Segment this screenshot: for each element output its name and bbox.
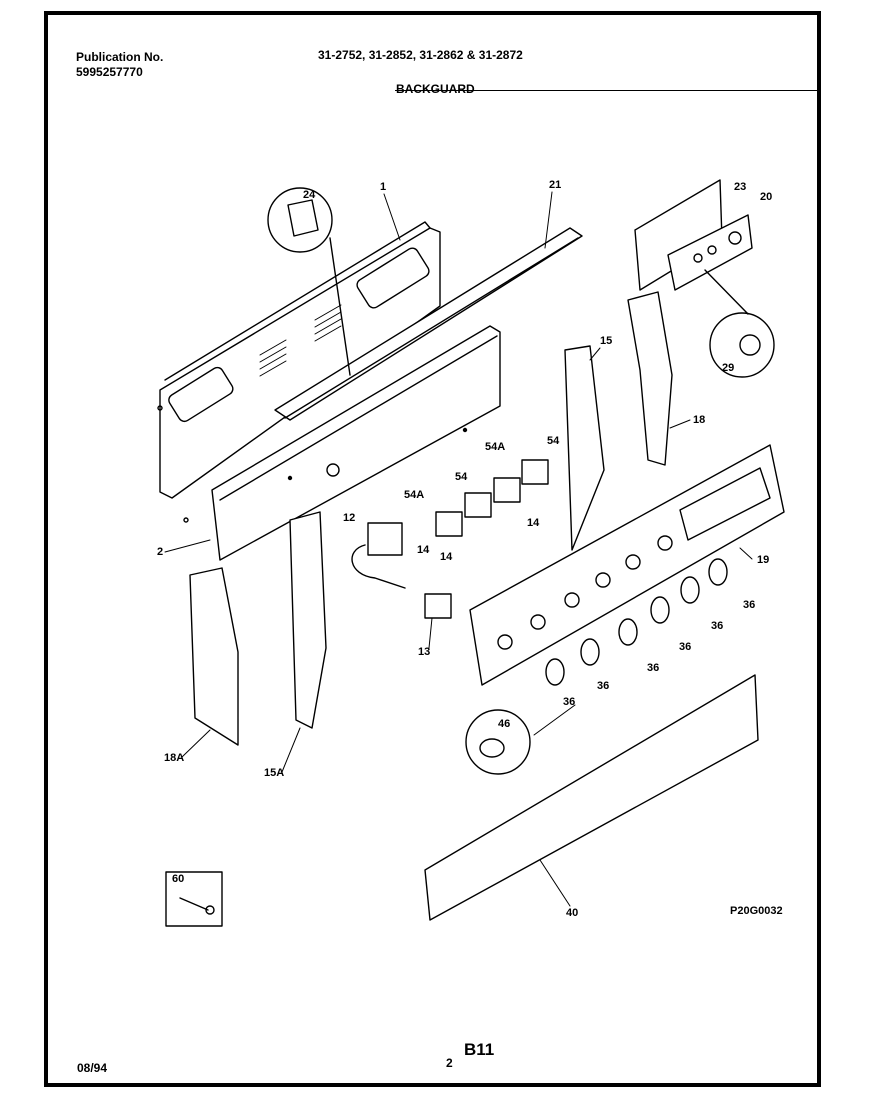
callout-54-2: 54 xyxy=(455,471,468,483)
publication-label: Publication No. xyxy=(76,50,164,64)
callout-18: 18 xyxy=(693,414,705,426)
left-side-bracket xyxy=(289,511,327,729)
bottom-trim xyxy=(424,674,759,921)
callout-54A-1: 54A xyxy=(485,441,505,453)
footer-page-number: 2 xyxy=(446,1056,453,1070)
backguard-front-panel xyxy=(211,325,501,561)
callout-36-4: 36 xyxy=(647,662,659,674)
section-title: BACKGUARD xyxy=(396,82,475,96)
callout-29: 29 xyxy=(722,362,734,374)
right-end-bracket xyxy=(627,291,673,466)
figure-code: P20G0032 xyxy=(730,905,783,917)
signal-light-block xyxy=(424,593,452,619)
switch-block-group xyxy=(435,459,549,537)
model-numbers: 31-2752, 31-2852, 31-2862 & 31-2872 xyxy=(318,48,523,62)
knob-insert-inset xyxy=(465,709,531,775)
callout-54A-2: 54A xyxy=(404,489,424,501)
callout-15: 15 xyxy=(600,335,612,347)
knob-detail-inset xyxy=(704,269,775,378)
callout-46: 46 xyxy=(498,718,510,730)
callout-14-2: 14 xyxy=(417,544,430,556)
header-rule xyxy=(395,90,819,91)
publication-number: 5995257770 xyxy=(76,65,143,79)
callout-2: 2 xyxy=(157,546,163,558)
screw-detail-box xyxy=(165,871,223,927)
callout-21: 21 xyxy=(549,179,561,191)
callout-36-3: 36 xyxy=(679,641,691,653)
top-trim-strip xyxy=(274,227,583,421)
callout-1: 1 xyxy=(380,181,386,193)
infinite-switch xyxy=(351,522,406,589)
right-side-bracket xyxy=(564,345,605,551)
callout-36-5: 36 xyxy=(597,680,609,692)
control-knobs xyxy=(545,558,728,686)
callout-20: 20 xyxy=(760,191,772,203)
callout-60: 60 xyxy=(172,873,184,885)
callout-36-6: 36 xyxy=(563,696,575,708)
callout-12: 12 xyxy=(343,512,355,524)
callout-54-1: 54 xyxy=(547,435,560,447)
callout-14-3: 14 xyxy=(440,551,453,563)
switch-detail-inset xyxy=(267,187,351,376)
clock-bracket xyxy=(634,179,753,291)
callout-23: 23 xyxy=(734,181,746,193)
callout-24: 24 xyxy=(303,189,316,201)
callout-36-1: 36 xyxy=(743,599,755,611)
callout-19: 19 xyxy=(757,554,769,566)
callout-18A: 18A xyxy=(164,752,184,764)
control-panel xyxy=(469,444,785,686)
callout-15A: 15A xyxy=(264,767,284,779)
callout-36-2: 36 xyxy=(711,620,723,632)
callout-40: 40 xyxy=(566,907,578,919)
footer-page-code: B11 xyxy=(464,1040,495,1059)
footer-date: 08/94 xyxy=(77,1061,108,1075)
left-end-bracket xyxy=(189,567,239,746)
callout-13: 13 xyxy=(418,646,430,658)
callout-14-1: 14 xyxy=(527,517,540,529)
page-border xyxy=(44,11,821,1087)
